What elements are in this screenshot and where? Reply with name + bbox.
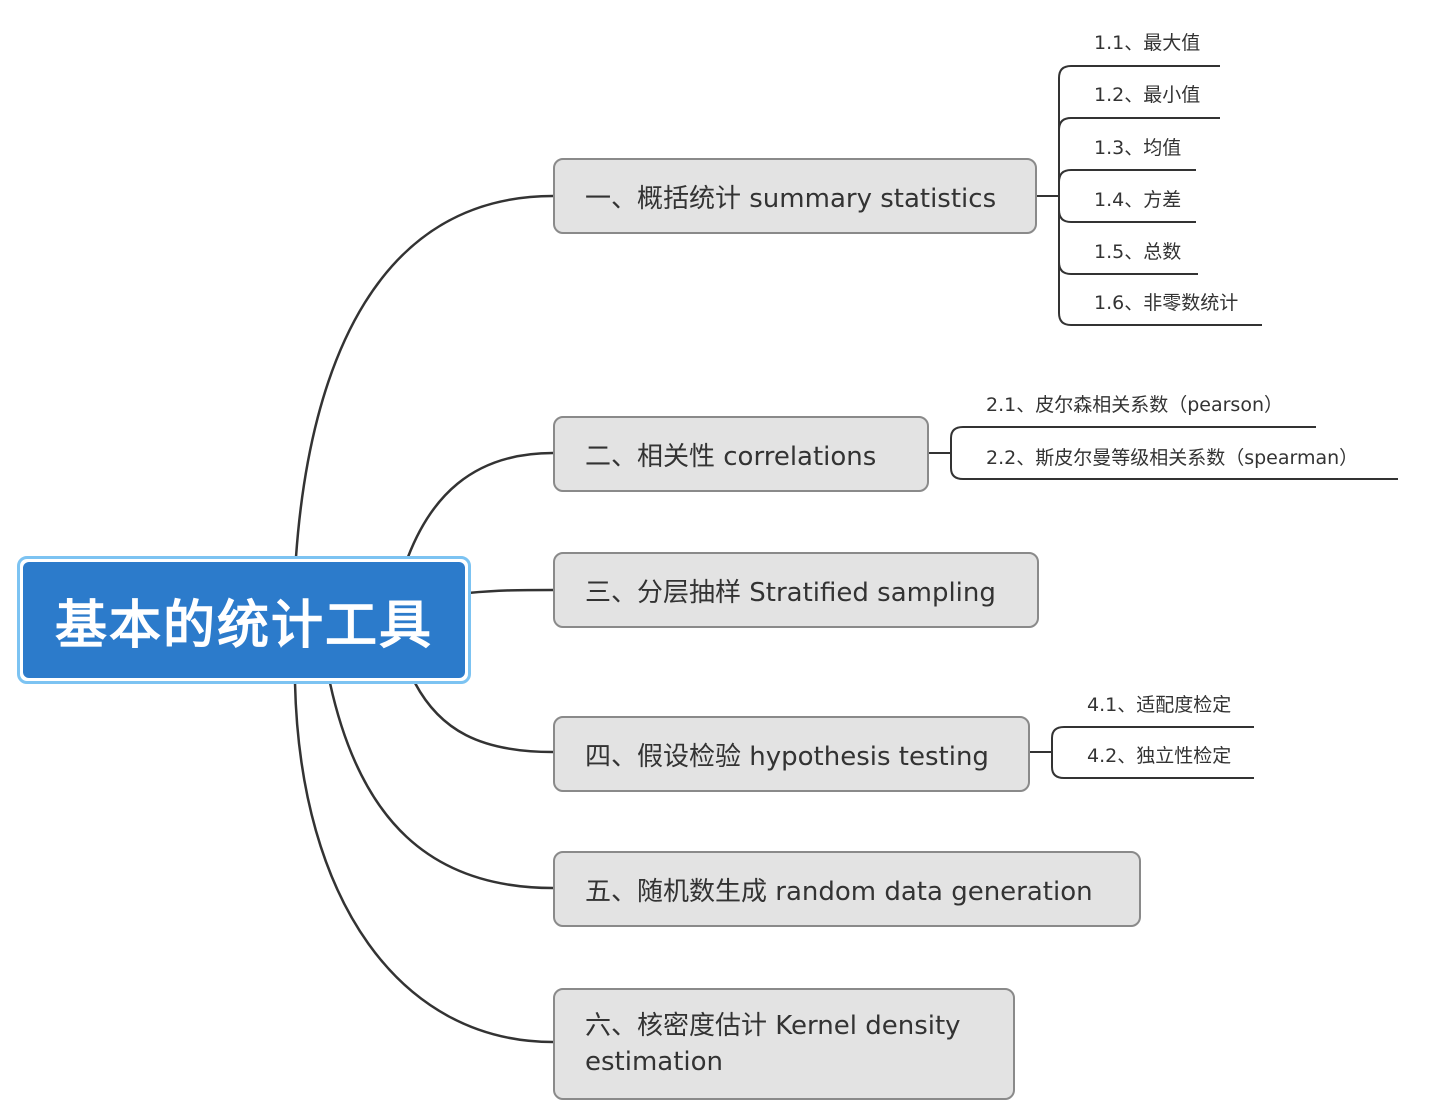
leaf-label: 4.2、独立性检定 [1087, 745, 1232, 767]
leaf-node[interactable]: 1.2、最小值 [1094, 84, 1200, 106]
leaf-links-branch-4 [1029, 726, 1254, 779]
leaf-label: 2.2、斯皮尔曼等级相关系数（spearman） [986, 447, 1359, 469]
link-root-branch-6 [293, 682, 554, 1044]
link-root-branch-3 [467, 588, 554, 595]
leaf-label: 1.6、非零数统计 [1094, 292, 1239, 314]
leaf-label: 1.4、方差 [1094, 189, 1182, 211]
leaf-label: 4.1、适配度检定 [1087, 694, 1232, 716]
branch-label: 四、假设检验 hypothesis testing [585, 741, 989, 772]
branch-label: 二、相关性 correlations [585, 441, 877, 472]
root-node[interactable]: 基本的统计工具 [23, 562, 465, 678]
leaf-node[interactable]: 2.1、皮尔森相关系数（pearson） [986, 394, 1283, 416]
link-root-branch-5 [328, 682, 554, 890]
leaf-label: 1.2、最小值 [1094, 84, 1201, 106]
link-root-branch-1 [294, 194, 554, 558]
branch-node-hypothesis-testing[interactable]: 四、假设检验 hypothesis testing [553, 716, 1030, 792]
link-root-branch-4 [413, 682, 554, 754]
branch-label: 一、概括统计 summary statistics [585, 183, 997, 214]
branch-label: 六、核密度估计 Kernel density estimation [585, 1011, 961, 1077]
leaf-label: 1.3、均值 [1094, 137, 1182, 159]
leaf-label: 2.1、皮尔森相关系数（pearson） [986, 394, 1283, 416]
leaf-label: 1.1、最大值 [1094, 32, 1201, 54]
leaf-label: 1.5、总数 [1094, 241, 1182, 263]
leaf-links-branch-2 [928, 426, 1398, 480]
leaf-node[interactable]: 1.3、均值 [1094, 137, 1181, 159]
leaf-node[interactable]: 1.6、非零数统计 [1094, 292, 1238, 314]
leaf-node[interactable]: 1.1、最大值 [1094, 32, 1200, 54]
branch-node-correlations[interactable]: 二、相关性 correlations [553, 416, 929, 492]
leaf-links-branch-1 [1036, 65, 1262, 326]
leaf-node[interactable]: 4.2、独立性检定 [1087, 745, 1231, 767]
leaf-node[interactable]: 1.4、方差 [1094, 189, 1181, 211]
branch-label: 五、随机数生成 random data generation [585, 876, 1093, 907]
branch-node-stratified-sampling[interactable]: 三、分层抽样 Stratified sampling [553, 552, 1039, 628]
branch-label: 三、分层抽样 Stratified sampling [585, 577, 996, 608]
leaf-node[interactable]: 4.1、适配度检定 [1087, 694, 1231, 716]
branch-node-kernel-density-estimation[interactable]: 六、核密度估计 Kernel density estimation [553, 988, 1015, 1100]
branch-node-random-data-generation[interactable]: 五、随机数生成 random data generation [553, 851, 1141, 927]
branch-node-summary-statistics[interactable]: 一、概括统计 summary statistics [553, 158, 1037, 234]
link-root-branch-2 [406, 451, 554, 558]
leaf-node[interactable]: 2.2、斯皮尔曼等级相关系数（spearman） [986, 447, 1358, 469]
leaf-node[interactable]: 1.5、总数 [1094, 241, 1181, 263]
root-node-label: 基本的统计工具 [54, 595, 433, 656]
